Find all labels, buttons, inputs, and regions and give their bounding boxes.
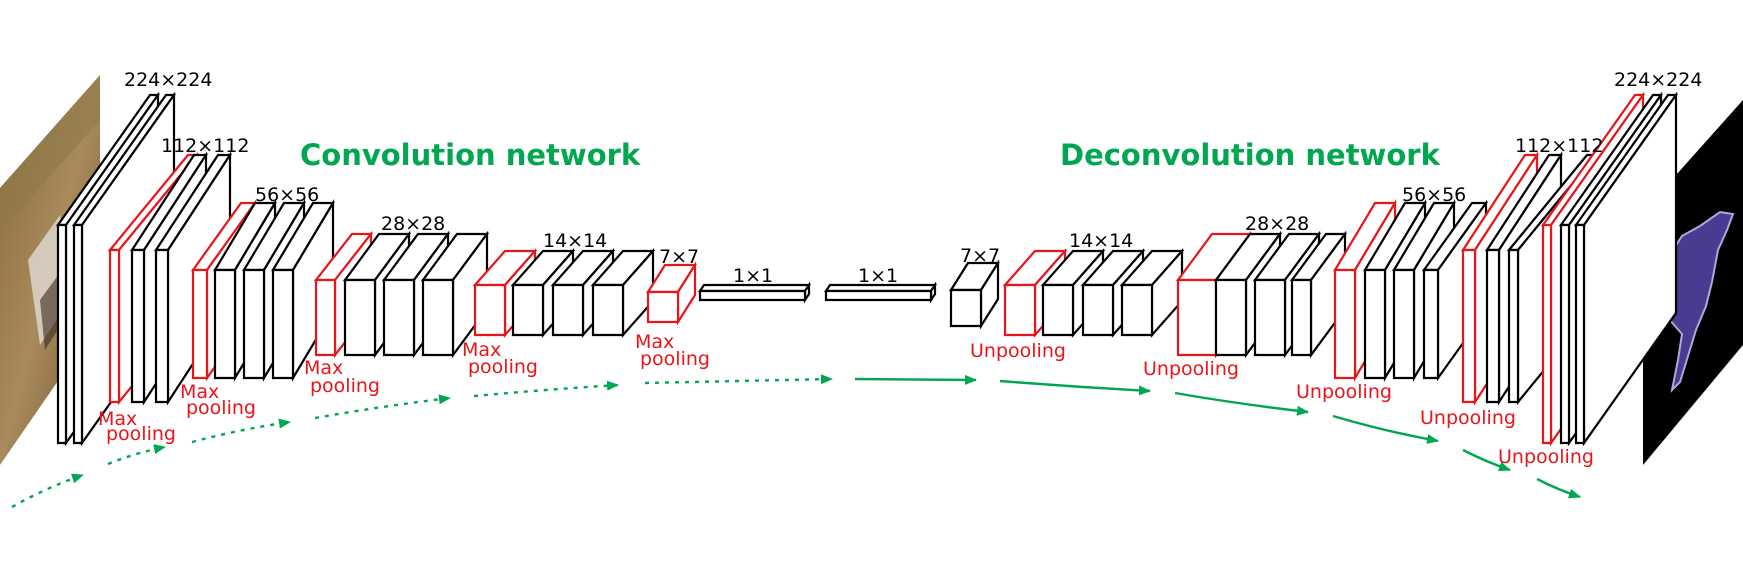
flow-arrows <box>11 374 1581 509</box>
deconv-224-block <box>1573 91 1679 447</box>
max-pooling-block <box>646 261 697 326</box>
deconv-7-block <box>949 259 1000 330</box>
size-label-conv-14: 14×14 <box>543 230 607 252</box>
max-pooling-label-4-line-2: pooling <box>468 356 538 378</box>
forward-flow-arrow <box>314 394 451 420</box>
reverse-flow-arrow <box>1332 414 1439 444</box>
reverse-flow-arrow <box>999 379 1151 396</box>
max-pooling-label-1-line-1: Max <box>98 408 137 430</box>
max-pooling-label-1-line-2: pooling <box>106 423 176 445</box>
max-pooling-label-2-line-1: Max <box>180 381 219 403</box>
size-label-conv-112: 112×112 <box>161 135 249 157</box>
unpooling-label-3: Unpooling <box>1296 381 1392 403</box>
max-pooling-label-5: Max pooling <box>635 331 710 370</box>
forward-flow-arrow <box>107 444 166 466</box>
unpooling-label-1: Unpooling <box>970 340 1066 362</box>
size-label-deconv-112: 112×112 <box>1515 135 1603 157</box>
forward-flow-arrow <box>473 380 619 398</box>
fc-block <box>823 281 938 304</box>
max-pooling-label-4: Max pooling <box>462 339 538 378</box>
size-label-conv-224: 224×224 <box>124 69 212 91</box>
max-pooling-label-5-line-1: Max <box>635 331 674 353</box>
max-pooling-label-3: Max pooling <box>304 357 380 397</box>
deconv-network-title: Deconvolution network <box>1060 138 1441 172</box>
reverse-flow-arrow <box>854 374 977 385</box>
layer-blocks <box>55 91 1679 447</box>
max-pooling-label-2: Max pooling <box>180 381 256 419</box>
size-label-conv-7: 7×7 <box>659 246 699 268</box>
reverse-flow-arrow <box>1174 391 1309 416</box>
size-label-deconv-28: 28×28 <box>1245 213 1309 235</box>
size-label-fc-2: 1×1 <box>858 265 898 287</box>
size-label-fc-1: 1×1 <box>733 265 773 287</box>
max-pooling-label-1: Max pooling <box>98 408 176 445</box>
max-pooling-label-2-line-2: pooling <box>186 397 256 419</box>
max-pooling-label-3-line-2: pooling <box>310 375 380 397</box>
conv-network-title: Convolution network <box>300 138 641 172</box>
forward-flow-arrow <box>644 374 833 385</box>
reverse-flow-arrow <box>1536 477 1581 499</box>
size-label-deconv-56: 56×56 <box>1402 184 1466 206</box>
unpooling-label-5: Unpooling <box>1498 446 1594 468</box>
forward-flow-arrow <box>11 473 84 509</box>
unpooling-label-4: Unpooling <box>1420 407 1516 429</box>
forward-flow-arrow <box>191 418 291 444</box>
size-label-deconv-224: 224×224 <box>1614 69 1702 91</box>
max-pooling-label-3-line-1: Max <box>304 357 343 379</box>
size-label-deconv-7: 7×7 <box>960 245 1000 267</box>
reverse-flow-arrow <box>1462 448 1511 472</box>
size-label-conv-56: 56×56 <box>255 184 319 206</box>
deconv-28-block <box>1289 230 1348 359</box>
max-pooling-label-5-line-2: pooling <box>640 348 710 370</box>
deconv-14-block <box>1119 248 1185 338</box>
unpooling-label-2: Unpooling <box>1143 358 1239 380</box>
max-pooling-label-4-line-1: Max <box>462 339 501 361</box>
fc-block <box>697 281 812 304</box>
conv-28-block <box>420 230 490 359</box>
conv-14-block <box>590 248 656 338</box>
size-label-conv-28: 28×28 <box>381 213 445 235</box>
size-label-deconv-14: 14×14 <box>1069 230 1133 252</box>
